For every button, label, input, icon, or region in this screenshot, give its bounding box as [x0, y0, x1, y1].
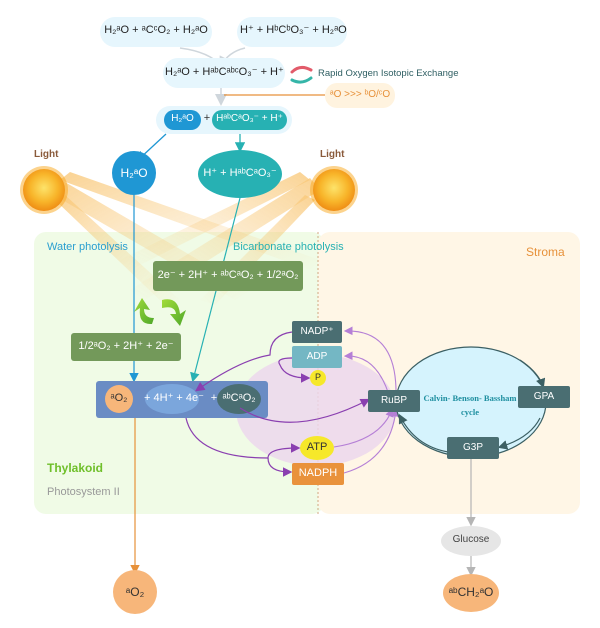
- cycle-arrow-to-rubp: [398, 413, 449, 453]
- split-water-label: H₂ᵃO: [171, 113, 194, 124]
- glucose-label: Glucose: [452, 534, 490, 545]
- p-label: P: [314, 372, 321, 382]
- eq-right-pill: [237, 17, 347, 47]
- rubp-label: RuBP: [380, 395, 408, 406]
- bicarbonate-photolysis-label: Bicarbonate photolysis: [233, 241, 344, 253]
- glucose-ellipse: [441, 526, 501, 556]
- eq-left-label: H₂ᵃO + ᵃCᶜO₂ + H₂ᵃO: [104, 24, 208, 36]
- water-circle: [112, 151, 156, 195]
- nadph-label: NADPH: [298, 467, 338, 479]
- cycle-arrow-to-g3p: [497, 417, 541, 450]
- bicarb-ellipse-label: H⁺ + HᵃᵇCᵃO₃⁻: [203, 167, 277, 179]
- split-bicarb-pill: [212, 110, 287, 130]
- recycle-icon: [134, 298, 186, 326]
- reaction-center-oval: [236, 354, 396, 466]
- water-products-label: 1/2ᵃO₂ + 2H⁺ + 2e⁻: [78, 340, 174, 352]
- sugar-ellipse: [443, 574, 499, 612]
- nadp-box: [292, 321, 342, 343]
- light-left-label: Light: [34, 149, 59, 160]
- sugar-label: ᵃᵇCH₂ᵃO: [448, 585, 494, 599]
- adp-box: [292, 346, 342, 368]
- complex-o2-circle: [105, 385, 133, 413]
- split-plus-label: +: [203, 112, 211, 124]
- atp-ellipse: [300, 436, 334, 460]
- eq-left-pill: [100, 17, 212, 47]
- complex-mid-label: + 4H⁺ + 4e⁻: [144, 392, 204, 404]
- complex-proton-ellipse: [145, 384, 199, 414]
- water-products-box: [71, 333, 181, 361]
- split-bicarb-label: HᵃᵇCᵃO₃⁻ + H⁺: [216, 113, 283, 124]
- adp-label: ADP: [306, 351, 328, 362]
- atp-label: ATP: [306, 441, 328, 453]
- nadp-label: NADP⁺: [300, 326, 334, 337]
- o2-output-label: ᵃO₂: [125, 585, 145, 599]
- gpa-box: [518, 386, 570, 408]
- complex-o2-label: ᵃO₂: [110, 392, 128, 404]
- photosystem-label: Photosystem II: [47, 486, 120, 498]
- cycle-arrow-to-gpa: [519, 359, 546, 389]
- complex-co2-ellipse: [217, 384, 261, 414]
- g3p-label: G3P: [462, 442, 483, 453]
- sun-left-icon: [20, 166, 68, 214]
- rubp-box: [368, 390, 420, 412]
- g3p-box: [447, 437, 499, 459]
- complex-plus-label: +: [210, 392, 218, 404]
- split-water-pill: [164, 110, 201, 130]
- gpa-label: GPA: [533, 391, 555, 402]
- thylakoid-label: Thylakoid: [47, 461, 104, 475]
- sun-right-icon: [310, 166, 358, 214]
- cycle-title-line2: cycle: [461, 407, 479, 417]
- cycle-title-line1: Calvin- Benson- Bassham: [423, 393, 517, 403]
- bicarb-products-box: [153, 261, 303, 291]
- complex-co2-label: ᵃᵇCᵃO₂: [222, 392, 256, 404]
- eq-middle-pill: [163, 58, 285, 88]
- water-photolysis-label: Water photolysis: [47, 241, 128, 253]
- exchange-label: Rapid Oxygen Isotopic Exchange: [318, 68, 459, 79]
- eq-right-label: H⁺ + HᵇCᵇO₃⁻ + H₂ᵃO: [240, 24, 347, 36]
- bicarb-ellipse: [198, 150, 282, 198]
- thylakoid-region: [34, 232, 324, 514]
- stroma-label: Stroma: [526, 245, 565, 259]
- purple-flow-arrows: [185, 326, 400, 477]
- eq-middle-label: H₂ᵃO + HᵃᵇCᵃᵇᶜO₃⁻ + H⁺: [165, 66, 284, 78]
- ratio-label: ᵃO >>> ᵇO/ᶜO: [329, 89, 391, 100]
- ratio-pill: [325, 83, 395, 108]
- nadph-box: [292, 463, 344, 485]
- water-circle-label: H₂ᵃO: [120, 166, 148, 180]
- p-circle: [310, 370, 326, 386]
- bicarb-products-label: 2e⁻ + 2H⁺ + ᵃᵇCᵃO₂ + 1/2ᵃO₂: [157, 269, 299, 281]
- light-right-label: Light: [320, 149, 345, 160]
- exchange-icon: [290, 65, 313, 84]
- o2-output-circle: [113, 570, 157, 614]
